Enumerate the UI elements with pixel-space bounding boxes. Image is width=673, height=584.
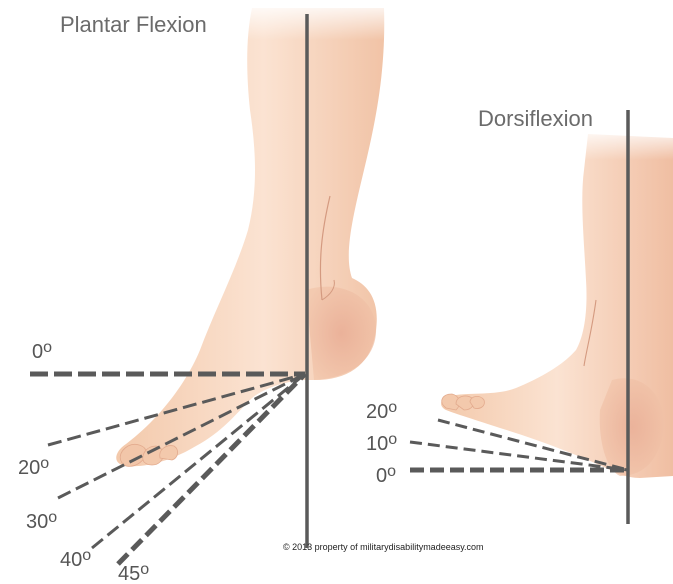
plantar-label-45: 45o xyxy=(118,561,149,584)
plantar-flexion-panel: Plantar Flexion xyxy=(18,0,400,584)
dorsiflexion-panel: Dorsiflexion 20o 10o 0o xyxy=(366,106,673,524)
plantar-flexion-title: Plantar Flexion xyxy=(60,12,207,37)
dorsi-leg-illustration xyxy=(441,126,673,478)
dorsi-degree-labels: 20o 10o 0o xyxy=(366,399,397,487)
dorsi-label-20: 20o xyxy=(366,399,397,423)
plantar-label-30: 30o xyxy=(26,509,57,533)
plantar-label-40: 40o xyxy=(60,547,91,571)
copyright-notice: © 2013 property of militarydisabilitymad… xyxy=(283,542,484,552)
plantar-label-0: 0o xyxy=(32,339,52,363)
plantar-label-20: 20o xyxy=(18,455,49,479)
dorsi-label-10: 10o xyxy=(366,431,397,455)
plantar-angle-lines xyxy=(30,374,305,564)
dorsiflexion-title: Dorsiflexion xyxy=(478,106,593,131)
dorsi-label-0: 0o xyxy=(376,463,396,487)
